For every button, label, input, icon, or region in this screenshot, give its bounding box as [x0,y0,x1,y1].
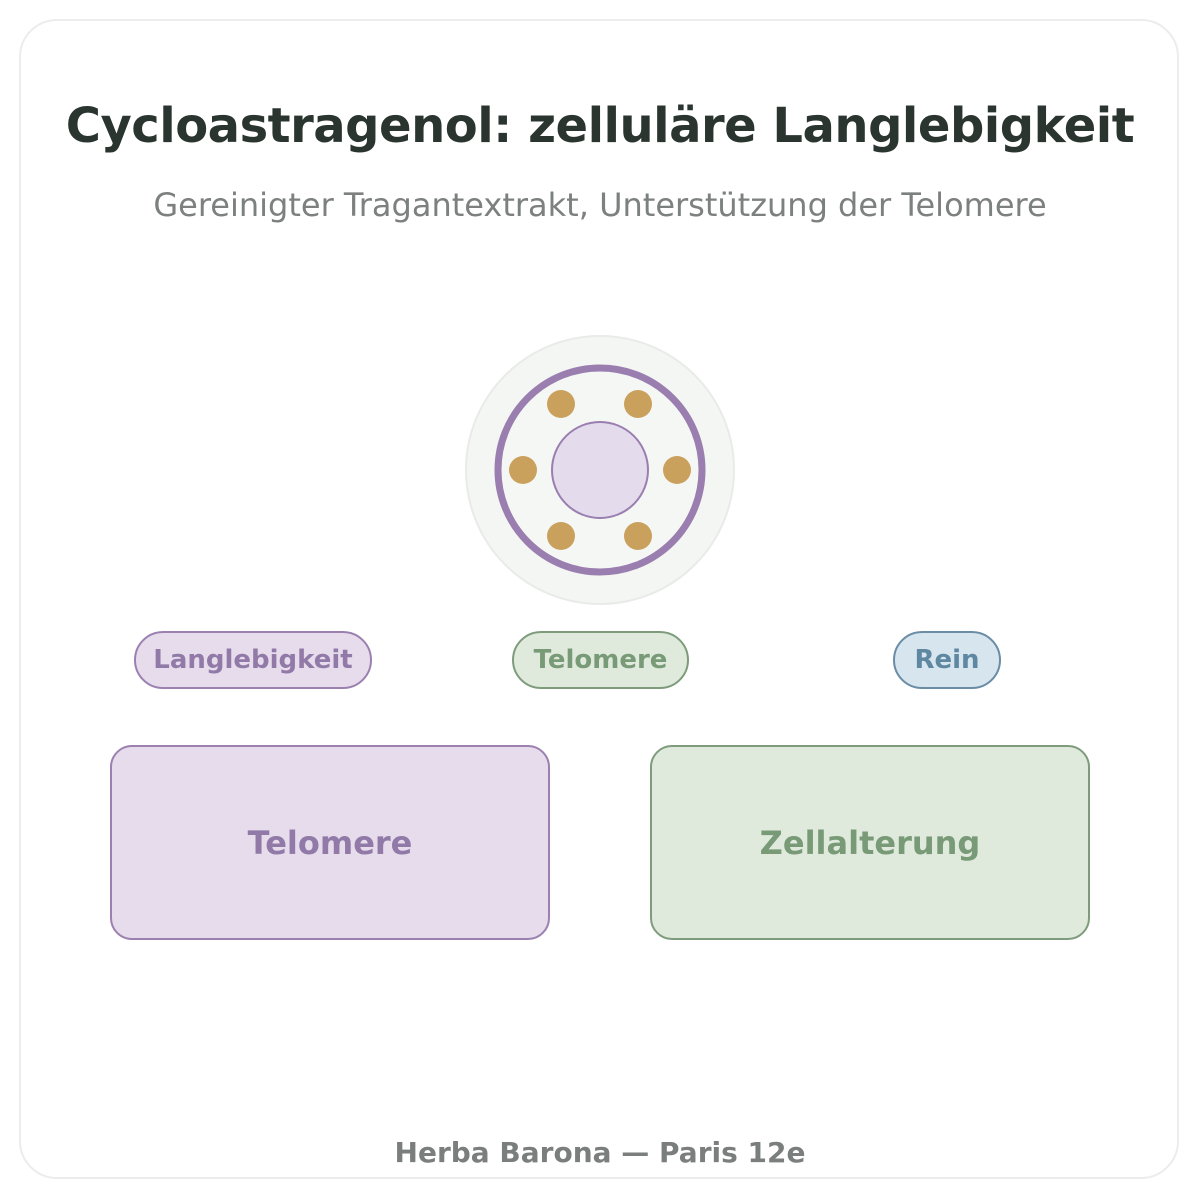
emblem-dot [547,390,575,418]
feature-box-telomere: Telomere [110,745,550,940]
emblem-dot [624,390,652,418]
page-subtitle: Gereinigter Tragantextrakt, Unterstützun… [153,186,1047,224]
cell-telomere-icon [465,335,735,605]
emblem-dot [663,456,691,484]
tag-longevity: Langlebigkeit [134,631,372,689]
page-title: Cycloastragenol: zelluläre Langlebigkeit [65,98,1135,154]
feature-box-label: Zellalterung [759,823,981,862]
tag-pure: Rein [893,631,1001,689]
feature-box-cell-aging: Zellalterung [650,745,1090,940]
feature-box-label: Telomere [247,823,413,862]
tag-telomere: Telomere [512,631,689,689]
footer-brand: Herba Barona — Paris 12e [394,1136,806,1169]
emblem-dot [547,522,575,550]
emblem [465,335,735,605]
emblem-dot [624,522,652,550]
emblem-core [551,421,649,519]
emblem-dot [509,456,537,484]
